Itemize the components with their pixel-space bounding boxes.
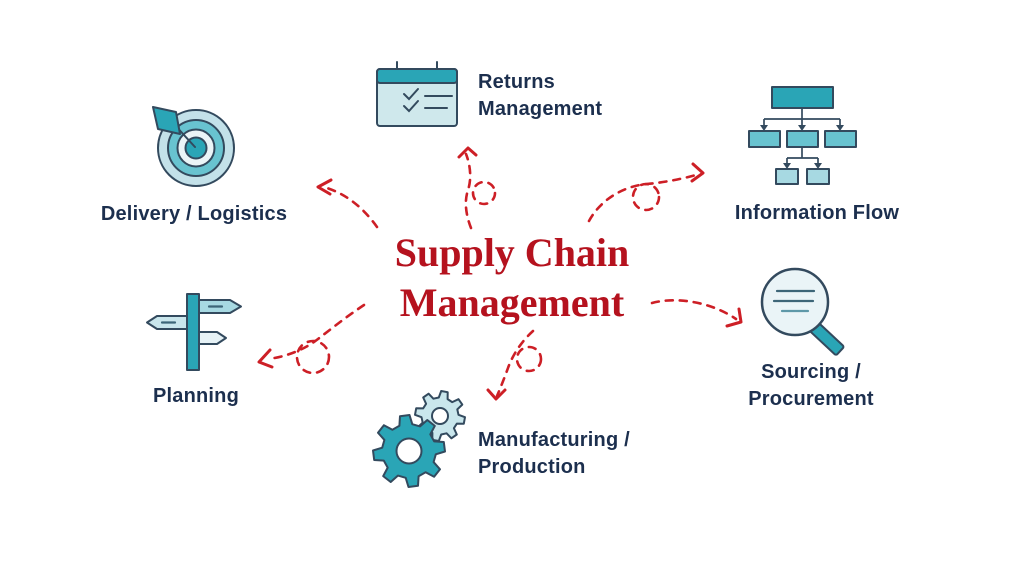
arrow-to-information-flow (587, 162, 705, 223)
label-sourcing-procurement: Sourcing / Procurement (748, 361, 874, 410)
label-manufacturing-production: Manufacturing / Production (478, 429, 630, 478)
title-line-1: Supply Chain (394, 230, 630, 275)
label-planning: Planning (152, 385, 240, 407)
arrow-to-returns (457, 146, 497, 230)
target-dart-icon (152, 106, 235, 187)
org-chart-icon (748, 86, 857, 185)
label-returns-management: Returns Management (478, 71, 603, 120)
arrow-to-planning (257, 303, 366, 375)
signpost-icon (146, 293, 242, 371)
label-delivery-logistics: Delivery / Logistics (100, 203, 288, 225)
arrow-to-sourcing (650, 299, 743, 328)
magnifier-icon (760, 267, 845, 356)
diagram-title: Supply Chain Management (262, 228, 762, 328)
arrow-to-delivery (316, 178, 379, 229)
arrow-to-manufacturing (486, 329, 543, 401)
label-information-flow: Information Flow (734, 202, 900, 224)
calendar-checklist-icon (376, 61, 458, 127)
title-line-2: Management (399, 280, 625, 325)
gears-icon (372, 390, 466, 488)
